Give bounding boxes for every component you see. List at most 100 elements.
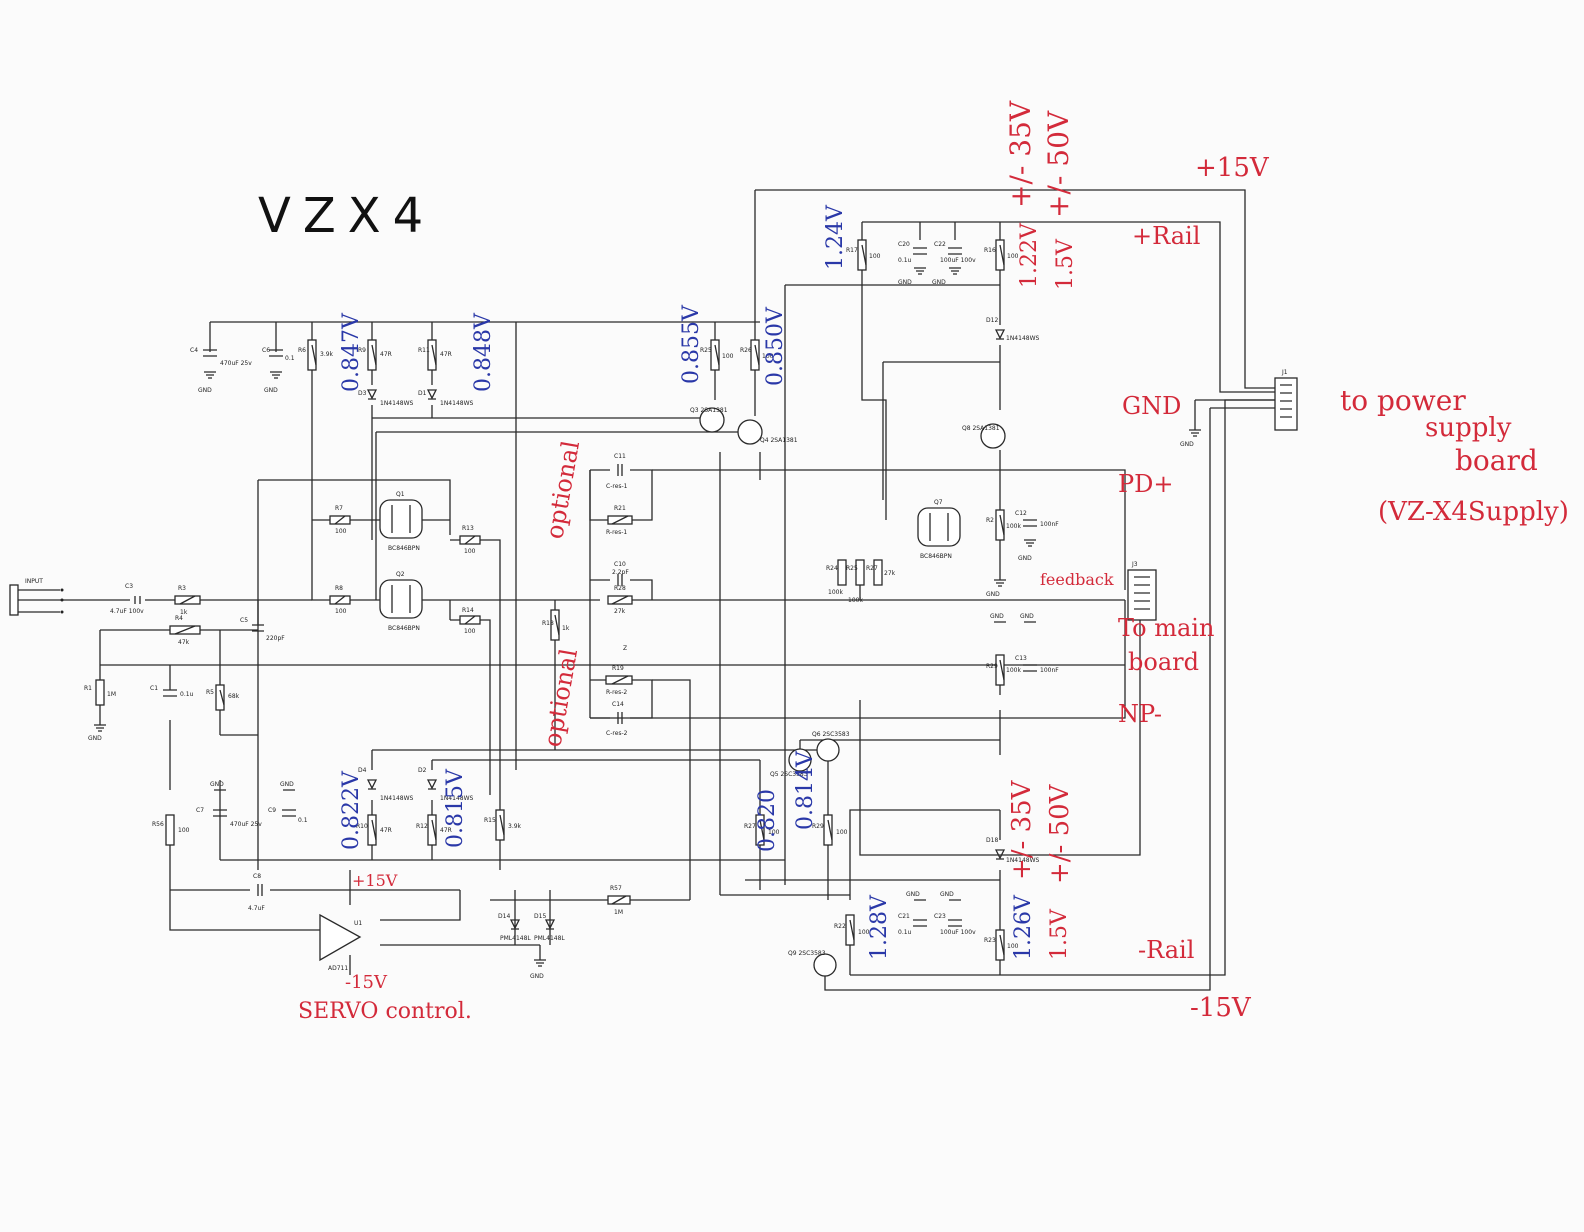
svg-text:470uF 25v: 470uF 25v [220, 360, 252, 367]
svg-text:4.7uF 100v: 4.7uF 100v [110, 608, 144, 615]
r1-resistor [95, 679, 105, 706]
svg-text:R10: R10 [356, 823, 368, 830]
svg-text:C11: C11 [614, 453, 626, 460]
label-to-main-2: board [1128, 648, 1199, 676]
r24-resistor [837, 559, 847, 586]
svg-text:GND: GND [210, 781, 224, 788]
r11-resistor [427, 339, 437, 371]
svg-text:100k: 100k [1006, 523, 1021, 530]
svg-text:100: 100 [1007, 943, 1019, 950]
svg-text:1M: 1M [107, 691, 116, 698]
components [9, 239, 1298, 977]
svg-text:D14: D14 [498, 913, 510, 920]
title: VZX4 [258, 188, 435, 244]
svg-text:R3: R3 [178, 585, 186, 592]
svg-text:100nF: 100nF [1040, 667, 1059, 674]
svg-text:R14: R14 [462, 607, 474, 614]
voltage-0848: 0.848V [471, 312, 496, 392]
svg-text:R56: R56 [152, 821, 164, 828]
svg-text:GND: GND [940, 891, 954, 898]
r26-resistor [750, 339, 760, 371]
measured-voltages: 0.847V 0.848V 0.855V 0.850V 1.24V 1.22V … [339, 204, 1078, 960]
svg-text:GND: GND [88, 735, 102, 742]
input-label: INPUT [25, 578, 43, 585]
r25b-resistor [855, 559, 865, 586]
svg-text:1k: 1k [180, 609, 188, 616]
r22-resistor [845, 914, 855, 946]
voltage-0855: 0.855V [679, 304, 704, 384]
svg-text:GND: GND [264, 387, 278, 394]
svg-text:1N4148WS: 1N4148WS [380, 795, 414, 802]
c23-cap [948, 919, 962, 927]
svg-text:3.9k: 3.9k [320, 351, 334, 358]
d12-diode [994, 329, 1006, 340]
q4-transistor [737, 419, 763, 445]
svg-text:100: 100 [335, 608, 347, 615]
d14-diode [509, 919, 521, 930]
svg-text:27k: 27k [614, 608, 626, 615]
svg-text:1N4148WS: 1N4148WS [1006, 335, 1040, 342]
svg-text:R17: R17 [846, 247, 858, 254]
label-plus-rail: +Rail [1132, 222, 1200, 250]
c6-cap [269, 349, 283, 357]
svg-text:C4: C4 [190, 347, 198, 354]
r2-resistor [995, 509, 1005, 541]
svg-text:R13: R13 [462, 525, 474, 532]
svg-text:100nF: 100nF [1040, 521, 1059, 528]
svg-text:GND: GND [990, 613, 1004, 620]
handwritten-annotations: VZX4 +15V +/- 35V +/- 50V +Rail GND to p… [258, 100, 1569, 1024]
svg-text:100k: 100k [848, 597, 863, 604]
svg-text:GND: GND [986, 591, 1000, 598]
label-rail-35v-bottom: +/- 35V [1007, 779, 1037, 880]
svg-text:100: 100 [464, 548, 476, 555]
svg-text:2.2pF: 2.2pF [612, 569, 629, 576]
label-minus-rail: -Rail [1138, 936, 1194, 964]
svg-text:R25: R25 [846, 565, 858, 572]
svg-text:R24: R24 [826, 565, 838, 572]
j1-connector [1274, 377, 1298, 431]
svg-text:100: 100 [464, 628, 476, 635]
svg-text:R18: R18 [542, 620, 554, 627]
label-optional-1: optional [540, 439, 585, 541]
d2-diode [426, 779, 438, 790]
c13-cap [1023, 664, 1037, 672]
svg-text:Q8 2SA1381: Q8 2SA1381 [962, 425, 1000, 432]
svg-text:PML4148L: PML4148L [534, 935, 565, 942]
svg-text:C1: C1 [150, 685, 158, 692]
svg-text:0.1: 0.1 [285, 355, 295, 362]
label-rail-35v-top: +/- 35V [1004, 100, 1037, 208]
svg-text:D2: D2 [418, 767, 427, 774]
svg-text:C13: C13 [1015, 655, 1027, 662]
svg-text:100uF 100v: 100uF 100v [940, 929, 976, 936]
svg-text:C3: C3 [125, 583, 133, 590]
svg-text:1N4148WS: 1N4148WS [440, 400, 474, 407]
d3-diode [366, 389, 378, 400]
q5-transistor [788, 748, 812, 772]
d4-diode [366, 779, 378, 790]
svg-text:C23: C23 [934, 913, 946, 920]
svg-text:R22: R22 [834, 923, 846, 930]
label-np-minus: NP- [1118, 700, 1162, 728]
svg-text:D18: D18 [986, 837, 998, 844]
j3-connector [1127, 569, 1157, 621]
svg-text:220pF: 220pF [266, 635, 285, 642]
r5-resistor [215, 684, 225, 711]
c12-cap [1023, 519, 1037, 527]
svg-text:D12: D12 [986, 317, 998, 324]
svg-text:R-res-2: R-res-2 [606, 689, 627, 696]
svg-text:GND: GND [906, 891, 920, 898]
c10-cap [617, 574, 623, 586]
svg-text:R15: R15 [484, 817, 496, 824]
svg-text:47R: 47R [380, 827, 392, 834]
label-to-power-2: supply [1425, 413, 1512, 443]
svg-text:100: 100 [722, 353, 734, 360]
label-feedback: feedback [1040, 570, 1114, 589]
svg-text:R5: R5 [206, 689, 214, 696]
svg-text:Q2: Q2 [396, 571, 405, 578]
voltage-15b: 1.5V [1047, 908, 1072, 960]
svg-text:R16: R16 [984, 247, 996, 254]
svg-text:C20: C20 [898, 241, 910, 248]
svg-text:R12: R12 [416, 823, 428, 830]
svg-text:R29: R29 [812, 823, 824, 830]
